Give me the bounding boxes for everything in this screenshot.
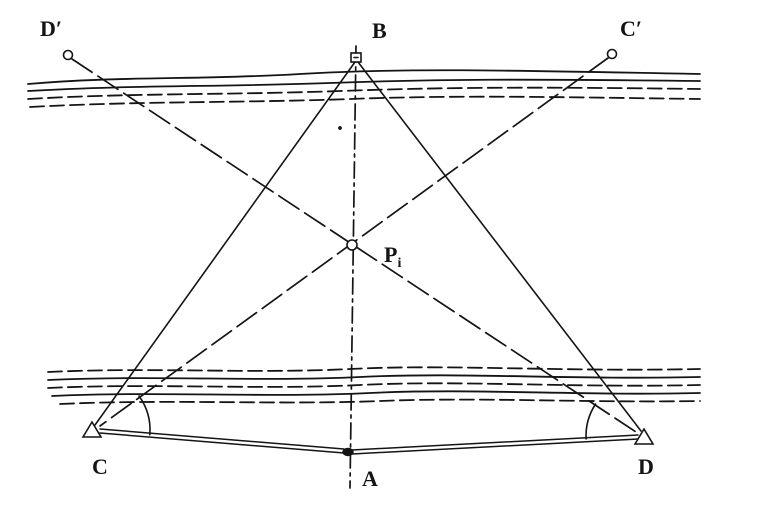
label-a: A (362, 466, 378, 491)
label-pi: Pi (384, 242, 401, 271)
upper-river-line-4 (29, 95, 701, 108)
baseline-c-to-a-upper (99, 428, 345, 450)
point-a-marker (342, 447, 354, 457)
label-d-prime: D′ (40, 16, 62, 41)
baseline-c-to-a (99, 428, 345, 454)
line-b-to-d (357, 61, 642, 432)
label-c: C (92, 454, 108, 479)
lower-river-line-3 (47, 382, 701, 389)
label-b: B (372, 18, 387, 43)
lower-river-line-1 (47, 366, 701, 373)
angle-arc-at-c (138, 395, 151, 436)
label-pi-subscript: i (397, 256, 401, 271)
lower-river-line-5 (59, 398, 701, 405)
sight-line-d-prime-to-d (71, 58, 637, 433)
label-c-prime: C′ (620, 16, 642, 41)
speck-dot (338, 126, 342, 130)
baseline-c-to-a-lower (99, 432, 345, 454)
centerline-b-to-a (349, 45, 357, 489)
angle-arc-at-d (585, 403, 597, 440)
baseline-a-to-d-lower (351, 438, 639, 455)
point-c-prime-marker (606, 48, 618, 60)
upper-river-band (27, 69, 701, 108)
upper-river-line-2 (27, 78, 701, 92)
baseline-a-to-d-upper (351, 434, 639, 451)
label-pi-main: P (384, 242, 397, 267)
upper-river-line-1 (27, 69, 701, 85)
lower-river-line-4 (51, 390, 701, 397)
point-pi-marker (346, 239, 358, 251)
point-b-marker (350, 52, 362, 63)
point-d-prime-marker (62, 49, 74, 61)
line-b-to-c (94, 61, 356, 426)
point-c-triangle-marker (81, 420, 103, 438)
lower-river-line-2 (47, 374, 701, 381)
label-d: D (638, 454, 654, 479)
point-d-triangle-marker (633, 427, 655, 445)
baseline-a-to-d (351, 434, 639, 455)
lower-river-band (47, 366, 701, 405)
